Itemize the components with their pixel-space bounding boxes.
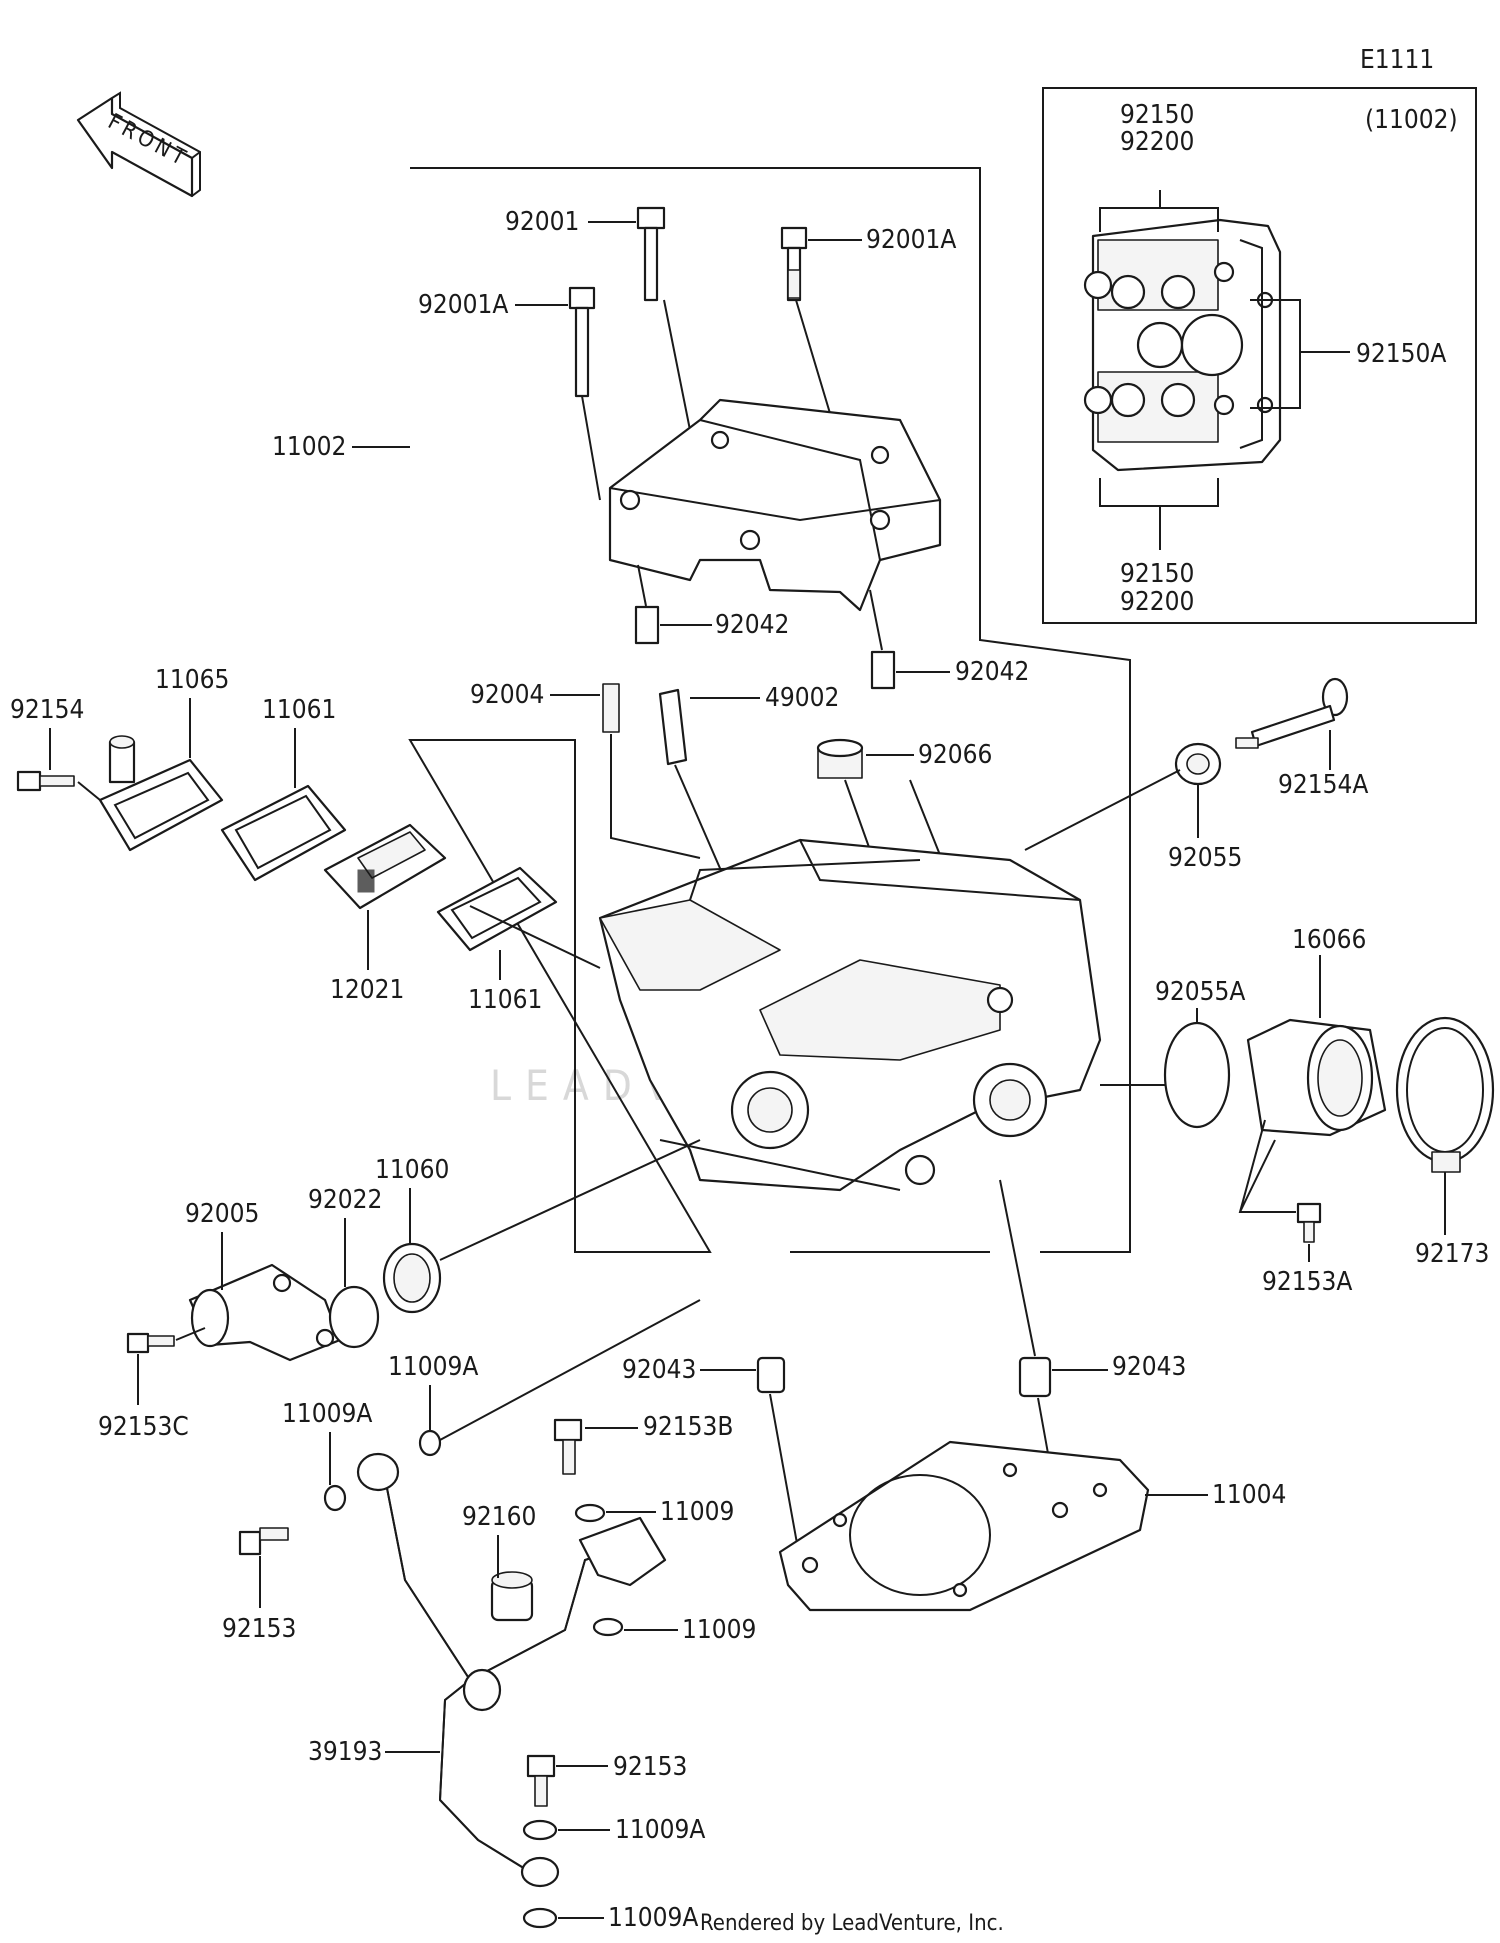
label-92200-top: 92200 [1120,127,1194,157]
housing-92005 [188,1263,342,1362]
label-92173: 92173 [1415,1239,1489,1269]
inset-box [1042,87,1477,624]
bolt-92154A-icon [1235,677,1349,749]
seal-11060-icon [382,1242,442,1314]
washer-11009-b-icon [592,1617,624,1637]
diagram-code: E1111 [1360,45,1434,75]
label-11004: 11004 [1212,1480,1286,1510]
label-49002: 49002 [765,683,839,713]
label-92004: 92004 [470,680,544,710]
label-92150A: 92150A [1356,339,1446,369]
label-92042-a: 92042 [715,610,789,640]
washer-11009A-c-icon [522,1819,558,1841]
label-16066: 16066 [1292,925,1366,955]
dowel-92042-a-icon [634,605,660,645]
label-92160: 92160 [462,1502,536,1532]
intake-pipe-16066 [1246,1018,1387,1137]
gasket-11061-b-icon [436,866,558,952]
label-92055: 92055 [1168,843,1242,873]
label-92200-bottom: 92200 [1120,587,1194,617]
label-92153-a: 92153 [222,1614,296,1644]
label-92022: 92022 [308,1185,382,1215]
camshaft-holder-11002 [608,398,942,612]
screw-92153A-icon [1296,1202,1322,1243]
dowel-92043-a-icon [756,1356,786,1394]
label-92153B: 92153B [643,1412,733,1442]
label-12021: 12021 [330,975,404,1005]
washer-11009-a-icon [574,1503,606,1523]
label-92153A: 92153A [1262,1267,1352,1297]
label-11065: 11065 [155,665,229,695]
plug-92066-icon [816,738,864,779]
label-11009A-c: 11009A [615,1815,705,1845]
label-11009A-a: 11009A [388,1352,478,1382]
label-11061-b: 11061 [468,985,542,1015]
label-92001A-left: 92001A [418,290,508,320]
label-92005: 92005 [185,1199,259,1229]
bolt-92001A-left-icon [568,286,596,398]
head-gasket-11004 [778,1440,1150,1612]
label-92055A: 92055A [1155,977,1245,1007]
guide-49002-icon [658,688,688,766]
label-92153C: 92153C [98,1412,189,1442]
label-39193: 39193 [308,1737,382,1767]
label-92066: 92066 [918,740,992,770]
label-11061-a: 11061 [262,695,336,725]
label-92042-b: 92042 [955,657,1029,687]
bolt-92153-b-icon [526,1754,556,1807]
bolt-92153C-icon [126,1332,175,1354]
label-92001: 92001 [505,207,579,237]
label-11009-a: 11009 [660,1497,734,1527]
bolt-92154-icon [16,770,75,792]
label-11009-b: 11009 [682,1615,756,1645]
cylinder-head-top-view [1083,218,1282,472]
front-arrow-icon: FRONT [76,91,201,198]
washer-11009A-b-icon [323,1484,347,1512]
clamp-92173-icon [1395,1016,1495,1173]
cylinder-head [598,838,1102,1192]
label-92154A: 92154A [1278,770,1368,800]
label-11009A-d: 11009A [608,1903,698,1933]
bolt-92153-a-icon [238,1527,289,1556]
cover-11065 [98,735,224,852]
oil-pipe-39193 [356,1452,667,1888]
dowel-92043-b-icon [1018,1356,1052,1398]
bolt-92153B-icon [553,1418,583,1475]
label-92154: 92154 [10,695,84,725]
bolt-92001-icon [636,206,666,302]
stud-92004-icon [602,683,620,733]
label-11009A-b: 11009A [282,1399,372,1429]
label-11002: 11002 [272,432,346,462]
label-92150-top: 92150 [1120,100,1194,130]
label-92153-b: 92153 [613,1752,687,1782]
bolt-92001A-right-icon [780,226,808,302]
gasket-11061-a-icon [220,784,347,882]
reed-valve-12021 [323,823,447,910]
dowel-92042-b-icon [870,650,896,690]
label-92043-a: 92043 [622,1355,696,1385]
oring-92022-icon [328,1285,380,1349]
label-92043-b: 92043 [1112,1352,1186,1382]
oring-92055A-icon [1163,1021,1231,1129]
inset-title: (11002) [1365,105,1458,135]
footer-text: Rendered by LeadVenture, Inc. [700,1911,1004,1936]
seal-92055-icon [1174,742,1222,786]
label-92001A-right: 92001A [866,225,956,255]
washer-11009A-d-icon [522,1907,558,1929]
label-92150-bottom: 92150 [1120,559,1194,589]
label-11060: 11060 [375,1155,449,1185]
washer-11009A-a-icon [418,1429,442,1457]
bushing-92160-icon [490,1571,534,1622]
